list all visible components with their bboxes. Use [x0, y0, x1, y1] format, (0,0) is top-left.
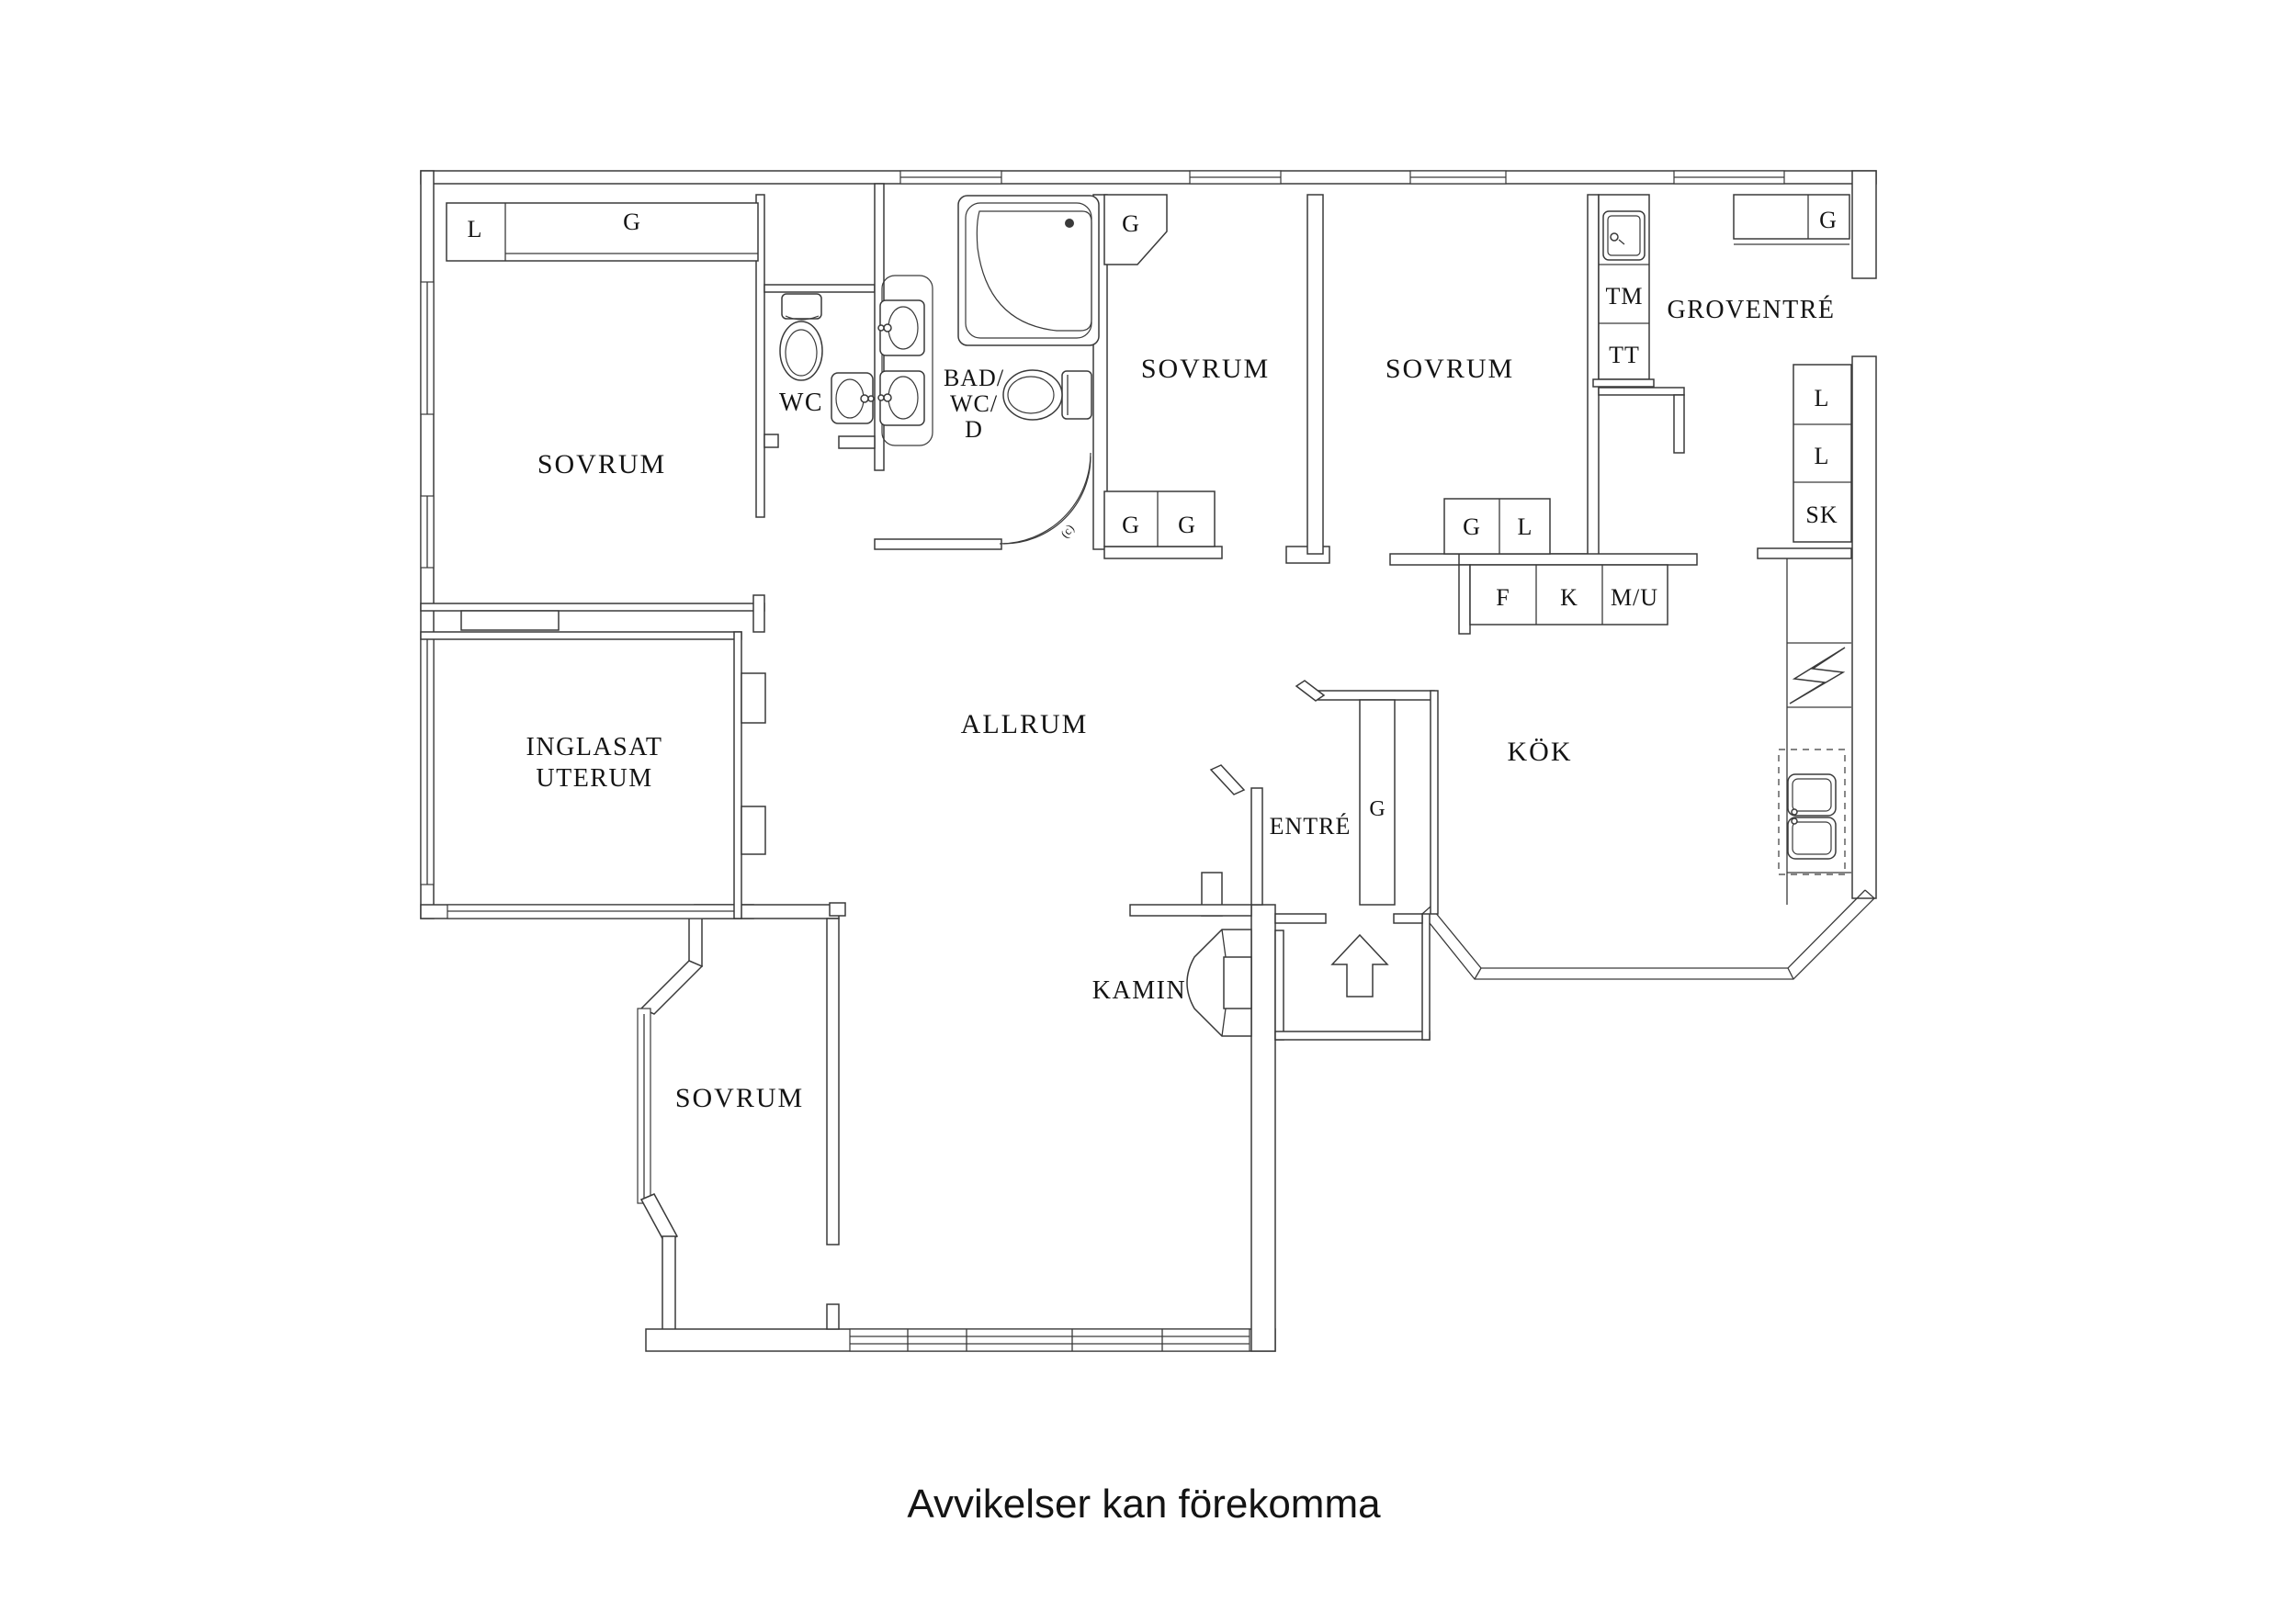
windows — [420, 170, 1785, 1352]
room-label-bad-3: D — [965, 416, 983, 443]
laundry-sink-icon — [1602, 210, 1646, 261]
copyright-watermark: (c) — [1058, 522, 1077, 541]
bad-toilet-icon — [1002, 369, 1092, 421]
room-label-sovrum4: SOVRUM — [675, 1083, 804, 1113]
room-labels: SOVRUM WC BAD/ WC/ D SOVRUM SOVRUM GROVE… — [526, 296, 1835, 1113]
closet-label-l: L — [468, 216, 483, 242]
room-label-groventre: GROVENTRÉ — [1667, 296, 1835, 324]
room-label-sovrum3: SOVRUM — [1386, 354, 1514, 384]
fireplace-icon — [1186, 929, 1252, 1037]
closets — [446, 194, 1852, 906]
closet-label-g: G — [1463, 513, 1481, 540]
room-label-uterum-2: UTERUM — [536, 764, 652, 793]
room-label-wc: WC — [779, 389, 823, 417]
closet-label-g: G — [623, 209, 641, 235]
kitchen-counter — [1786, 558, 1851, 905]
room-label-entre: ENTRÉ — [1270, 813, 1352, 840]
bad-door-arc — [999, 452, 1091, 545]
wc-toilet-icon — [779, 293, 823, 381]
room-label-sovrum2: SOVRUM — [1141, 354, 1270, 384]
room-label-uterum-1: INGLASAT — [526, 733, 663, 761]
stove-icon — [1789, 647, 1846, 704]
closet-label-l: L — [1815, 385, 1830, 411]
bath-vanity-sinks-icon — [877, 275, 933, 446]
closet-label-mu: M/U — [1611, 584, 1658, 611]
kitchen-sink-icon — [1778, 749, 1846, 875]
room-label-allrum: ALLRUM — [961, 709, 1089, 739]
closet-label-g: G — [1122, 210, 1140, 237]
closet-label-sk: SK — [1805, 502, 1838, 528]
closet-label-l: L — [1815, 443, 1830, 469]
closet-label-g: G — [1122, 512, 1140, 538]
entry-arrow-icon — [1330, 933, 1389, 997]
disclaimer-caption: Avvikelser kan förekomma — [907, 1482, 1381, 1527]
closet-label-f: F — [1496, 584, 1510, 611]
closet-label-tt: TT — [1609, 342, 1640, 368]
closet-label-g: G — [1819, 207, 1838, 233]
room-label-kok: KÖK — [1508, 737, 1573, 767]
room-label-kamin: KAMIN — [1092, 976, 1186, 1005]
closet-label-g: G — [1178, 512, 1196, 538]
closet-labels: L G G G G G L TM TT G L L SK F K M/U G — [468, 207, 1838, 821]
bathtub-icon — [957, 195, 1100, 346]
closet-label-g: G — [1369, 797, 1385, 821]
closet-label-tm: TM — [1606, 283, 1644, 310]
closet-label-k: K — [1560, 584, 1578, 611]
room-label-bad-2: WC/ — [950, 390, 998, 417]
closet-label-l: L — [1518, 513, 1533, 540]
room-label-bad-1: BAD/ — [944, 365, 1004, 391]
wc-sink-icon — [831, 372, 875, 424]
room-label-sovrum1: SOVRUM — [537, 449, 666, 479]
